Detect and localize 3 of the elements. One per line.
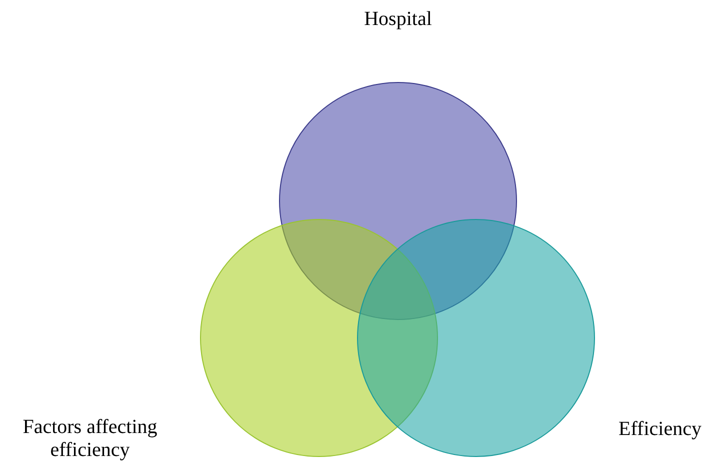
set-label: Hospital — [363, 8, 433, 31]
set-label: Factors affecting efficiency — [22, 416, 158, 462]
set-label: Efficiency — [618, 418, 702, 441]
